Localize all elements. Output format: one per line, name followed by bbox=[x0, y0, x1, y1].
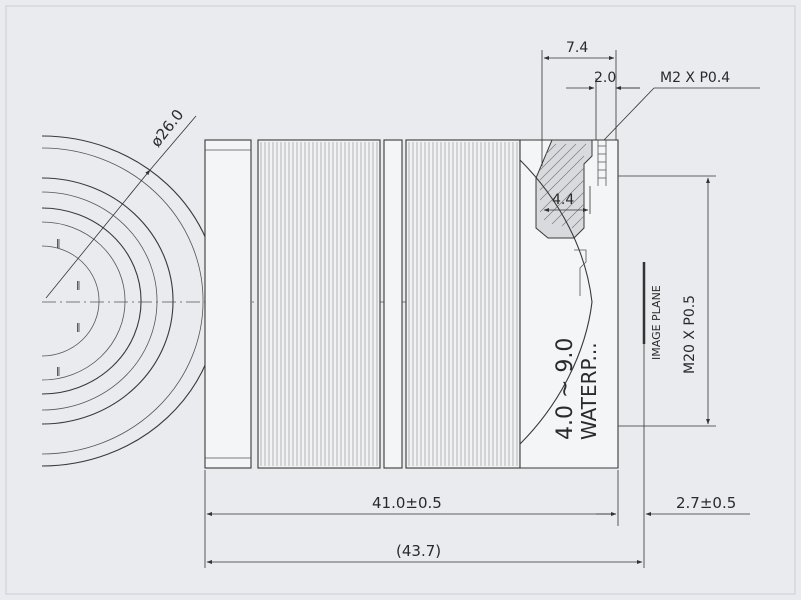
ring-spacer bbox=[383, 139, 403, 469]
front-view: ‖ ‖ ‖ ‖ ø26.0 bbox=[41, 106, 220, 467]
diameter-leader bbox=[45, 169, 151, 299]
svg-text:‖: ‖ bbox=[56, 239, 61, 249]
length-dim: 41.0±0.5 bbox=[372, 494, 442, 512]
front-ring bbox=[204, 139, 252, 469]
image-plane-label: IMAGE PLANE bbox=[650, 285, 663, 360]
knurl-ridges-1 bbox=[260, 142, 378, 466]
dim-7-4: 7.4 bbox=[566, 40, 588, 56]
dim-2-0: 2.0 bbox=[594, 70, 616, 86]
overall-length-dim: (43.7) bbox=[396, 542, 441, 560]
knurl-ridges-2 bbox=[408, 142, 518, 466]
svg-text:‖: ‖ bbox=[76, 323, 81, 333]
bottom-dimensions: 41.0±0.5 2.7±0.5 (43.7) bbox=[204, 344, 750, 568]
back-focus-dim: 2.7±0.5 bbox=[676, 494, 736, 512]
knurled-zoom-ring bbox=[405, 139, 521, 469]
knurled-focus-ring bbox=[257, 139, 381, 469]
mount-thread-label: M20 X P0.5 bbox=[682, 295, 698, 374]
svg-text:‖: ‖ bbox=[56, 367, 61, 377]
thread-callout: M2 X P0.4 bbox=[660, 70, 730, 86]
focal-range-label: 4.0 ~ 9.0 bbox=[553, 338, 578, 440]
svg-text:‖: ‖ bbox=[76, 281, 81, 291]
dim-4-4: 4.4 bbox=[552, 192, 574, 208]
diameter-label: ø26.0 bbox=[147, 106, 187, 151]
front-outer-arc bbox=[41, 135, 220, 467]
lens-body bbox=[204, 139, 619, 469]
top-dimensions: 7.4 2.0 M2 X P0.4 4.4 bbox=[541, 40, 760, 214]
section-cut bbox=[535, 139, 593, 239]
waterproof-label: WATERP... bbox=[577, 342, 601, 440]
drawing-frame bbox=[5, 5, 796, 595]
image-plane-marker: IMAGE PLANE bbox=[642, 262, 663, 360]
